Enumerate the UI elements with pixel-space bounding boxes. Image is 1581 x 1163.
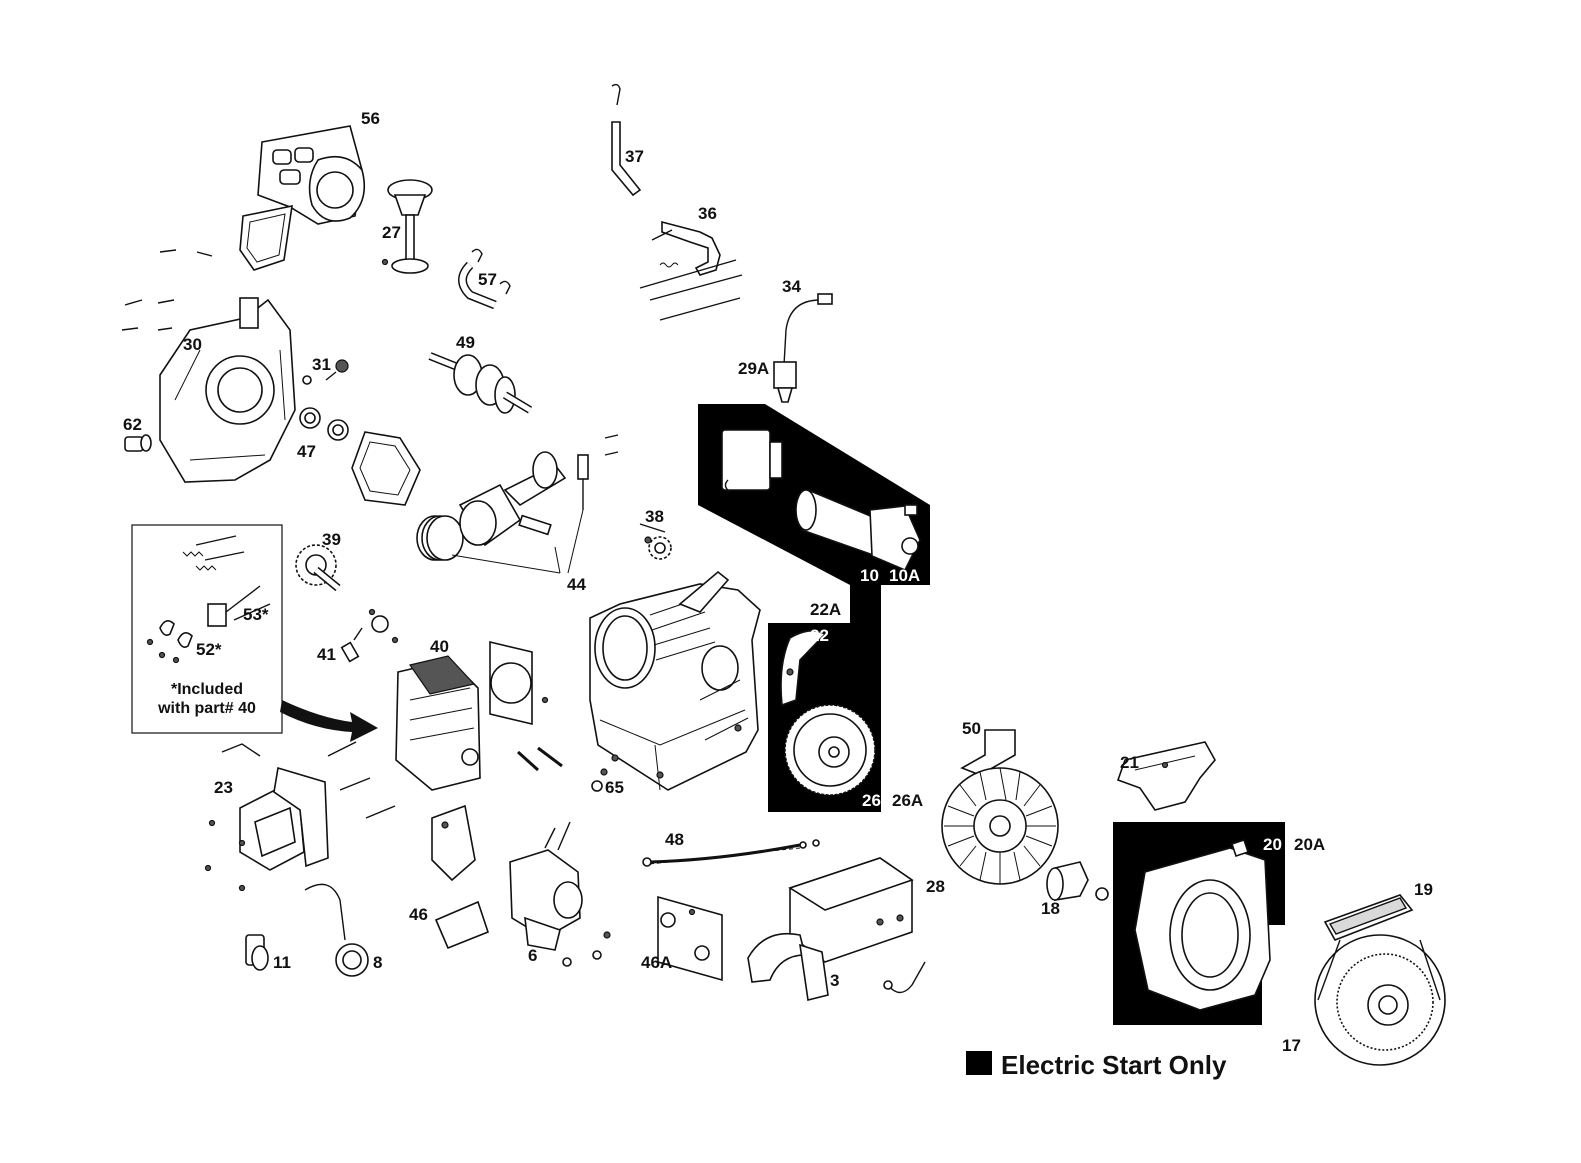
heat-shield-46 (434, 900, 489, 950)
label-22A: 22A (810, 600, 841, 619)
carb-bracket (431, 804, 476, 882)
drain-plug-62 (124, 434, 152, 452)
label-37: 37 (625, 147, 644, 166)
label-48: 48 (665, 830, 684, 849)
gasket-56 (239, 125, 366, 271)
carburetor-6 (509, 821, 611, 967)
switch-11 (245, 934, 269, 971)
label-27: 27 (382, 223, 401, 242)
crankcase-gasket (351, 431, 421, 506)
label-31: 31 (312, 355, 331, 374)
label-40: 40 (430, 637, 449, 656)
label-53: 53* (243, 605, 269, 624)
label-18: 18 (1041, 899, 1060, 918)
label-23: 23 (214, 778, 233, 797)
label-22: 22 (810, 626, 829, 645)
label-19: 19 (1414, 880, 1433, 899)
valve-cover-23 (204, 743, 329, 892)
label-30: 30 (183, 335, 202, 354)
cylinder-head-40 (368, 608, 481, 791)
legend-text: Electric Start Only (1001, 1050, 1227, 1080)
legend: Electric Start Only (966, 1050, 1227, 1080)
starter-cup-18 (1046, 861, 1109, 901)
piston-assembly-44 (416, 434, 619, 574)
crankshaft-49 (428, 352, 533, 414)
label-11: 11 (273, 953, 291, 972)
label-3: 3 (830, 971, 839, 990)
camshaft-gear-39 (295, 544, 341, 592)
label-50: 50 (962, 719, 981, 738)
linkage-rod-37 (611, 83, 642, 197)
label-56: 56 (361, 109, 380, 128)
dipstick-27 (381, 179, 433, 274)
arrow-to-40 (280, 700, 378, 742)
recoil-starter-17 (1314, 934, 1446, 1066)
label-46A: 46A (641, 953, 672, 972)
label-26: 26 (862, 791, 881, 810)
head-gasket (489, 640, 549, 726)
crankcase-cover-30 (121, 249, 296, 483)
electric-start-panel-starter (698, 404, 930, 812)
head-bolts (327, 741, 563, 819)
label-10A: 10A (889, 566, 920, 585)
exhaust-shield-46A (657, 895, 723, 982)
oil-plug-31 (302, 359, 349, 385)
label-52: 52* (196, 640, 222, 659)
label-36: 36 (698, 204, 717, 223)
note-line2: with part# 40 (157, 700, 256, 717)
muffler-3 (747, 857, 926, 1001)
seals-47 (299, 407, 349, 441)
label-41: 41 (317, 645, 336, 664)
flywheel-fan-28 (941, 767, 1059, 885)
label-29A: 29A (738, 359, 769, 378)
blower-housing-20 (1134, 838, 1271, 1011)
label-57: 57 (478, 270, 497, 289)
label-21: 21 (1120, 753, 1139, 772)
label-38: 38 (645, 507, 664, 526)
nut-65 (591, 768, 608, 792)
label-20A: 20A (1294, 835, 1325, 854)
governor-bracket-36 (639, 220, 743, 321)
label-49: 49 (456, 333, 475, 352)
label-39: 39 (322, 530, 341, 549)
flywheel-26 (784, 704, 876, 796)
label-47: 47 (297, 442, 316, 461)
label-17: 17 (1282, 1036, 1301, 1055)
included-parts-box (131, 524, 283, 734)
shroud-21 (1116, 741, 1216, 811)
label-65: 65 (605, 778, 624, 797)
label-26A: 26A (892, 791, 923, 810)
ignition-29A-34 (773, 293, 833, 403)
hose-57 (458, 248, 511, 310)
bolts-30 (121, 249, 213, 331)
label-62: 62 (123, 415, 142, 434)
oil-sensor-8 (304, 883, 369, 977)
label-46: 46 (409, 905, 428, 924)
gear-38 (639, 523, 672, 560)
label-20: 20 (1263, 835, 1282, 854)
note-line1: *Included (171, 681, 243, 698)
wire-harness-48 (642, 839, 820, 867)
engine-block (589, 570, 761, 791)
label-28: 28 (926, 877, 945, 896)
label-34: 34 (782, 277, 801, 296)
brake-22 (780, 630, 827, 707)
label-6: 6 (528, 946, 537, 965)
label-10: 10 (860, 566, 879, 585)
starter-motor-10 (721, 429, 921, 572)
spark-plug-41 (340, 627, 363, 663)
recoil-handle-19 (1323, 894, 1414, 941)
label-8: 8 (373, 953, 382, 972)
legend-swatch (966, 1051, 992, 1075)
label-44: 44 (567, 575, 586, 594)
